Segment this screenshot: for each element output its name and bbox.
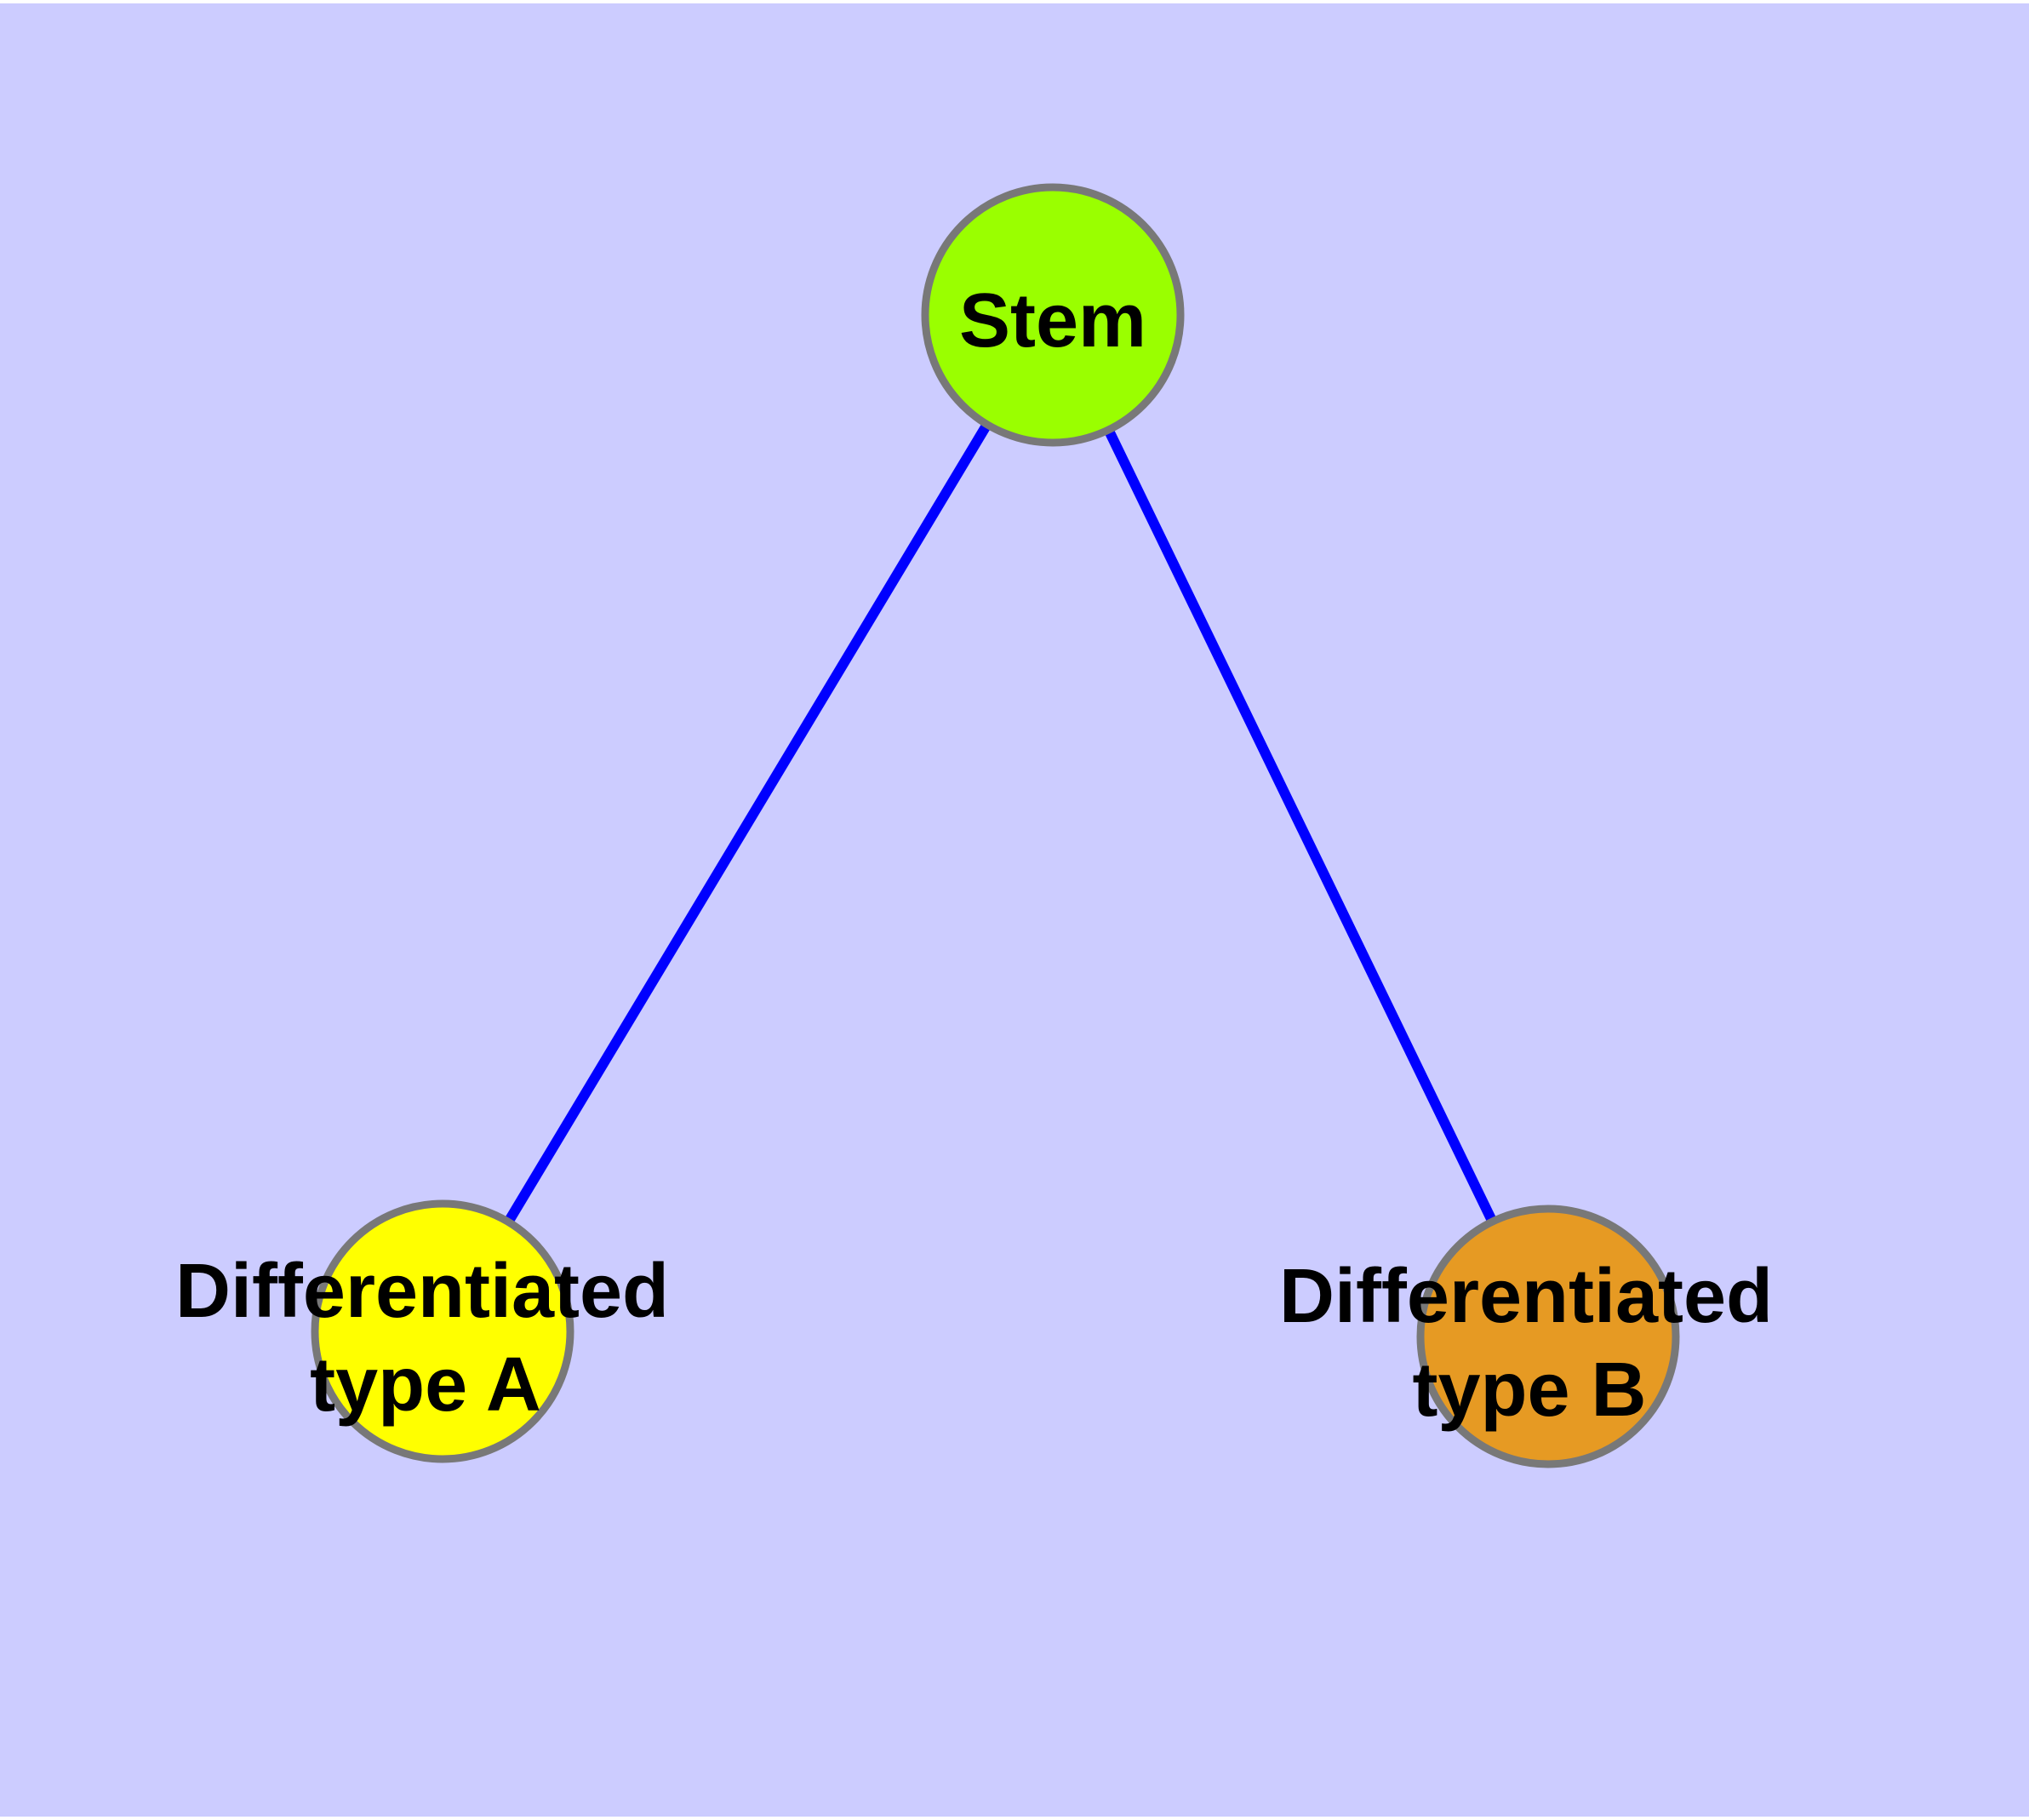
edge-stem-to-type-a <box>437 312 1058 1335</box>
node-stem: Stem <box>921 183 1185 447</box>
node-type-a-circle <box>311 1199 574 1463</box>
edge-group <box>437 312 1553 1339</box>
node-type-b-label-line1: Differentiated <box>1279 1254 1773 1339</box>
edge-stem-to-type-b <box>1048 312 1553 1339</box>
node-type-a: Differentiated type A <box>175 1199 669 1463</box>
node-type-a-label-line2: type A <box>310 1342 541 1428</box>
node-stem-circle <box>921 183 1185 447</box>
node-type-a-label-line1: Differentiated <box>175 1249 669 1334</box>
node-type-b-circle <box>1416 1205 1680 1468</box>
node-type-b-label-line2: type B <box>1412 1348 1646 1433</box>
node-stem-label: Stem <box>959 278 1146 363</box>
node-type-b: Differentiated type B <box>1279 1205 1773 1468</box>
